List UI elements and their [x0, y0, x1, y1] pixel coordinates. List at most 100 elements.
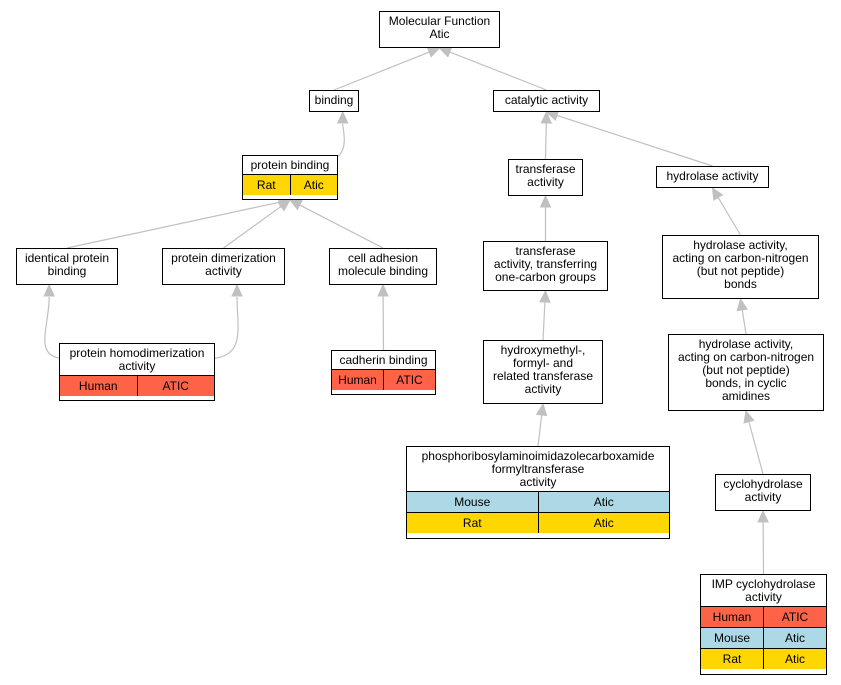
edge-arrowhead — [539, 289, 551, 303]
node-label-line: molecule binding — [337, 264, 429, 278]
species-cell: Human — [712, 610, 752, 624]
edge-arrowhead — [336, 110, 349, 124]
gene-cell: ATIC — [763, 607, 826, 627]
edge-arrowhead — [535, 402, 548, 417]
node-label-line: one-carbon groups — [495, 270, 596, 284]
node-label-line: amidines — [721, 389, 771, 403]
node-label-line: hydrolase activity — [666, 169, 759, 183]
edge-paicar-to-hfr — [537, 414, 543, 447]
node-label-line: (but not peptide) — [696, 264, 785, 278]
node-label: cadherin binding — [332, 351, 435, 369]
node-label-line: activity — [205, 264, 242, 278]
node-label-line: Atic — [429, 27, 450, 41]
gene-cell: Atic — [289, 175, 338, 195]
node-label-line: hydroxymethyl-, — [500, 343, 586, 357]
species-cell: Rat — [462, 516, 482, 530]
edge-arrowhead — [711, 186, 724, 201]
node-label-line: binding — [314, 93, 354, 107]
node-label: protein binding — [243, 156, 337, 174]
gene-cell: Atic — [537, 492, 670, 512]
species-cell: Human — [78, 379, 118, 393]
node-label-line: IMP cyclohydrolase — [711, 577, 816, 591]
node-label-line: activity — [524, 382, 562, 396]
node-label-line: bonds, in cyclic — [705, 376, 787, 390]
node-label-line: bonds — [724, 277, 757, 291]
node-label-line: activity — [118, 359, 156, 373]
edge-arrowhead — [426, 46, 441, 58]
node-label-line: protein binding — [250, 158, 330, 172]
edge-arrowhead — [43, 283, 55, 297]
edge-arrowhead — [736, 297, 748, 312]
node-label: hydrolase activity,acting on carbon-nitr… — [663, 236, 818, 293]
node-label-line: catalytic activity — [504, 93, 589, 107]
node-catalytic-activity[interactable]: catalytic activity — [493, 90, 600, 112]
node-binding[interactable]: binding — [309, 90, 359, 112]
node-label-line: hydrolase activity, — [698, 337, 794, 351]
node-label-line: related transferase — [492, 369, 594, 383]
gene-cell: Atic — [763, 628, 826, 648]
edge-arrowhead — [288, 199, 303, 211]
node-hydrolase-cyclic-amidines[interactable]: hydrolase activity,acting on carbon-nitr… — [668, 334, 824, 411]
node-label-line: protein homodimerization — [69, 346, 205, 360]
node-hydrolase-carbon-nitrogen[interactable]: hydrolase activity,acting on carbon-nitr… — [662, 235, 819, 299]
node-label-line: formyl- and — [512, 356, 574, 370]
species-cell: Human — [338, 373, 377, 387]
node-label-line: acting on carbon-nitrogen — [677, 350, 815, 364]
node-label-line: protein dimerization — [171, 251, 276, 265]
edge-arrowhead — [757, 509, 769, 523]
node-label-line: cyclohydrolase — [723, 477, 803, 491]
edge-arrowhead — [377, 283, 389, 297]
edge-arrowhead — [231, 283, 243, 297]
node-label-line: identical protein — [24, 251, 110, 265]
node-label-line: hydrolase activity, — [693, 238, 788, 252]
node-label-line: phosphoribosylaminoimidazolecarboxamide — [421, 449, 655, 463]
node-label-line: transferase — [515, 244, 576, 258]
edge-phd-to-ipb — [44, 296, 69, 360]
node-hydrolase-activity[interactable]: hydrolase activity — [656, 166, 769, 188]
edge-arrowhead — [438, 46, 453, 58]
node-label: hydrolase activity,acting on carbon-nitr… — [669, 335, 823, 405]
edge-arrowhead — [539, 194, 552, 208]
node-label-line: formyltransferase — [491, 462, 585, 476]
edge-arrowhead — [743, 409, 755, 424]
node-label-line: transferase — [515, 162, 576, 176]
edge-hcnc-to-hcn — [741, 309, 747, 335]
node-label-line: activity, transferring — [493, 257, 598, 271]
node-label-line: activity — [745, 590, 782, 604]
edge-arrowhead — [540, 110, 553, 124]
edge-binding-to-mf — [333, 51, 430, 91]
gene-cell: ATIC — [136, 376, 215, 396]
node-label-line: binding — [47, 264, 87, 278]
species-cell: Mouse — [713, 631, 751, 645]
